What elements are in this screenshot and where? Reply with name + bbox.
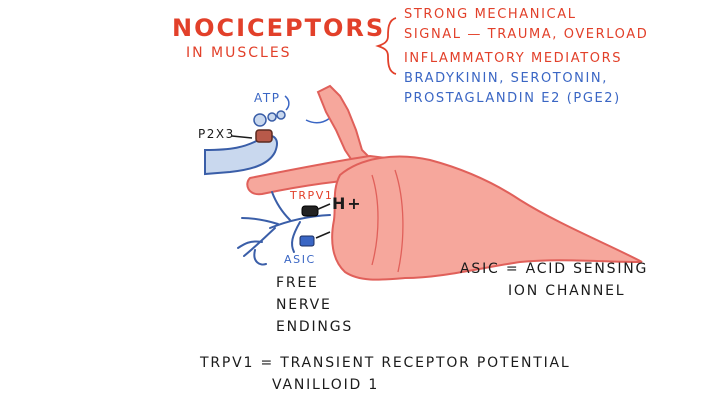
trpv1-arrow [315,203,331,211]
atp-release-arrow [305,117,331,124]
trpv1-receptor [301,205,319,217]
title: NOCICEPTORS [172,14,386,42]
trpv1-label: TRPV1 [290,189,334,202]
free-nerve-label-2: NERVE [276,297,332,313]
free-nerve-endings [237,191,331,266]
p2x3-arrow [231,135,253,139]
asic-receptor [299,235,315,247]
free-nerve-label-1: FREE [276,275,319,291]
p2x3-label: P2X3 [198,127,235,141]
stimulus-line-5: PROSTAGLANDIN E2 (PGE2) [404,91,621,106]
atp-arrow [284,95,290,111]
muscle-tear [316,84,374,167]
nerve-fiber [204,134,278,176]
trpv1-definition-line-2: VANILLOID 1 [272,377,380,393]
stimulus-line-4: BRADYKININ, SEROTONIN, [404,71,608,86]
asic-arrow [315,231,331,239]
p2x3-receptor [255,129,273,143]
atp-molecules [253,110,286,127]
asic-definition-line-1: ASIC = ACID SENSING [460,261,649,277]
free-nerve-label-3: ENDINGS [276,319,354,335]
muscle-fascicle-lines [371,169,404,273]
subtitle: IN MUSCLES [186,45,292,61]
asic-definition-line-2: ION CHANNEL [508,283,626,299]
muscle-belly [331,155,643,281]
stimulus-line-2: SIGNAL — TRAUMA, OVERLOAD [404,27,649,42]
atp-label: ATP [254,91,281,105]
stimulus-line-3: INFLAMMATORY MEDIATORS [404,51,623,66]
h-plus-label: H+ [332,194,363,213]
asic-label: ASIC [284,253,316,266]
trpv1-definition-line-1: TRPV1 = TRANSIENT RECEPTOR POTENTIAL [200,355,571,371]
stimulus-line-1: STRONG MECHANICAL [404,7,577,22]
stimuli-bracket [375,17,397,75]
